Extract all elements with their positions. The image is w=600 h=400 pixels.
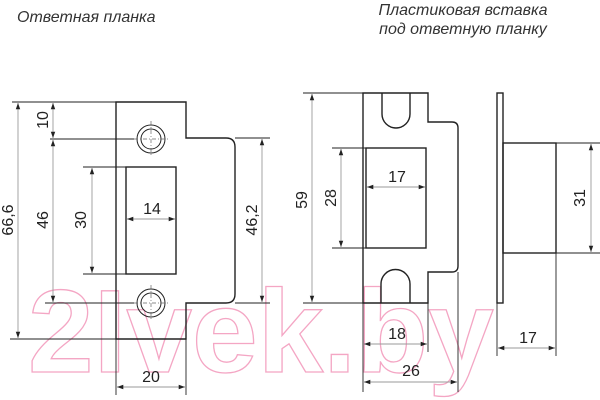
screw-hole-bottom-icon xyxy=(134,285,169,321)
dim-depth: 17 xyxy=(519,330,537,347)
insert-top-notch xyxy=(381,93,411,129)
dim-total-width: 26 xyxy=(402,363,420,380)
dim-body-height: 31 xyxy=(572,189,589,207)
plastic-insert-title-line2: под ответную планку xyxy=(379,21,547,38)
strike-slot xyxy=(125,166,177,275)
strike-plate-title: Ответная планка xyxy=(17,9,156,26)
dim-insert-height: 59 xyxy=(294,191,311,209)
strike-plate-outline xyxy=(115,101,236,340)
insert-side-flange xyxy=(496,92,504,304)
dim-top-to-screw: 10 xyxy=(35,111,52,129)
plastic-insert-title: Пластиковая вставка под ответную планку xyxy=(366,1,560,39)
dim-window-height: 28 xyxy=(323,189,340,207)
dim-inner-width: 18 xyxy=(388,326,406,343)
dim-slot-width: 14 xyxy=(143,201,161,218)
plastic-insert-title-line1: Пластиковая вставка xyxy=(378,2,548,19)
dim-flange-height: 46,2 xyxy=(244,204,261,235)
dim-window-width: 17 xyxy=(388,169,406,186)
insert-bottom-notch xyxy=(380,268,411,303)
plastic-insert-side-drawing: 31 17 xyxy=(496,92,600,356)
plastic-insert-front-drawing: 59 28 17 18 26 xyxy=(294,92,459,392)
watermark: 2Ivek.by xyxy=(28,266,494,398)
insert-window xyxy=(365,147,427,249)
strike-plate-drawing: 66,6 10 46 30 14 46,2 20 xyxy=(0,101,270,395)
dim-slot-height: 30 xyxy=(73,211,90,229)
insert-front-outline xyxy=(362,92,459,304)
dim-total-height: 66,6 xyxy=(0,204,17,235)
insert-side-body xyxy=(502,142,557,254)
dim-screw-spacing: 46 xyxy=(35,211,52,229)
dim-plate-width: 20 xyxy=(142,369,160,386)
screw-hole-top-icon xyxy=(134,121,169,157)
